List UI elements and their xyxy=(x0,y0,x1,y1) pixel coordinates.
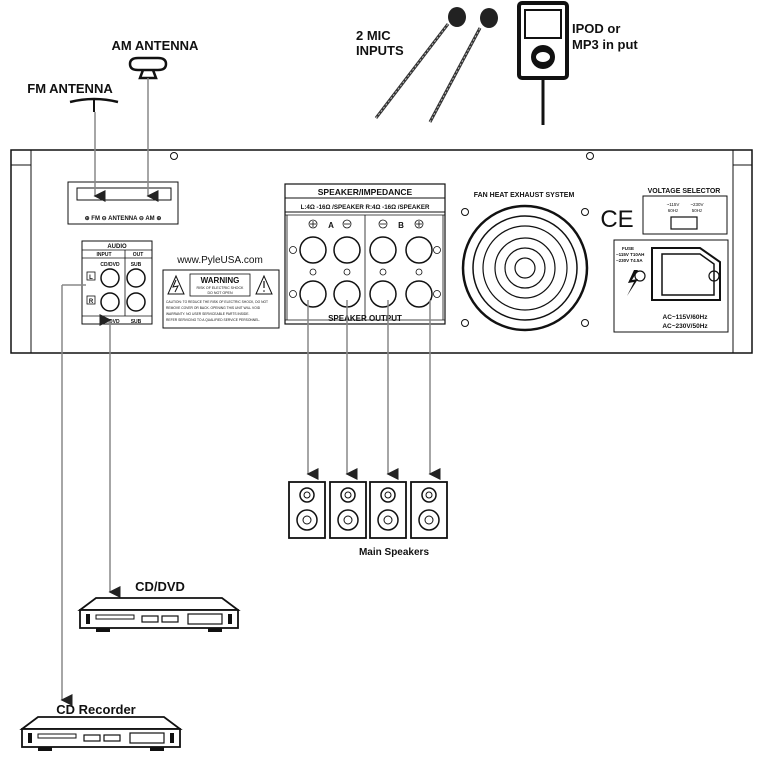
hz-50-label: 50Hz xyxy=(692,208,703,213)
speaker-wires xyxy=(306,300,441,480)
mic-label-line1: 2 MIC xyxy=(356,28,391,43)
cd-dvd-left-jack xyxy=(100,268,120,288)
am-antenna-icon xyxy=(128,56,168,80)
source-wires xyxy=(60,284,121,706)
am-antenna-label: AM ANTENNA xyxy=(112,38,200,53)
cd-dvd-right-jack xyxy=(100,292,120,312)
main-speakers-label: Main Speakers xyxy=(359,547,429,558)
mic-label-line2: INPUTS xyxy=(356,43,404,58)
speaker-impedance-values: L:4Ω -16Ω /SPEAKER R:4Ω -16Ω /SPEAKER xyxy=(301,204,430,211)
speaker-cabinet xyxy=(369,481,407,539)
caution-text-3: WARRANTY. NO USER SERVICEABLE PARTS INSI… xyxy=(166,312,249,316)
sub-out-right-jack xyxy=(126,292,146,312)
ipod-label-line2: MP3 in put xyxy=(572,37,638,52)
volt-115-label: ~115V xyxy=(667,202,680,207)
audio-sub-label: SUB xyxy=(131,262,142,268)
plus-minus-icons xyxy=(308,219,424,229)
fm-antenna-icon xyxy=(69,97,119,112)
voltage-selector-title: VOLTAGE SELECTOR xyxy=(648,188,721,195)
speaker-impedance-title: SPEAKER/IMPEDANCE xyxy=(318,187,413,197)
speaker-group-a-label: A xyxy=(328,221,334,230)
exclamation-warning-icon xyxy=(255,274,273,295)
microphone-icon xyxy=(374,7,498,123)
ce-mark: CE xyxy=(600,206,633,233)
speaker-output-label: SPEAKER OUTPUT xyxy=(328,314,402,323)
antenna-wires xyxy=(93,78,159,202)
ac-230-label: AC~230V/50Hz xyxy=(662,323,708,330)
ipod-label-line1: IPOD or xyxy=(572,21,620,36)
website-url: www.PyleUSA.com xyxy=(176,255,263,266)
sub-out-left-jack xyxy=(126,268,146,288)
fuse-115-label: ~115V T10AH xyxy=(616,252,644,257)
fan-label: FAN HEAT EXHAUST SYSTEM xyxy=(474,192,575,199)
ac-115-label: AC~115V/60Hz xyxy=(663,314,709,321)
speaker-cabinet xyxy=(329,481,367,539)
audio-sub-bottom-label: SUB xyxy=(131,319,142,325)
cd-recorder-icon xyxy=(19,716,183,751)
hz-60-label: 60Hz xyxy=(668,208,679,213)
warning-subtitle-1: RISK OF ELECTRIC SHOCK xyxy=(197,286,245,290)
audio-out-label: OUT xyxy=(133,252,144,258)
audio-right-label: R xyxy=(89,299,94,305)
speaker-group-b-label: B xyxy=(398,221,404,230)
audio-input-label: INPUT xyxy=(97,252,112,258)
caution-text-2: REMOVE COVER OR BACK. OPENING THIS UNIT … xyxy=(166,306,261,310)
high-voltage-icon xyxy=(627,270,638,296)
lightning-warning-icon xyxy=(167,274,185,295)
audio-cddvd-label: CD/DVD xyxy=(100,262,120,268)
speaker-cabinet xyxy=(288,481,326,539)
fm-antenna-label: FM ANTENNA xyxy=(27,81,113,96)
antenna-terminal-label: ⊕ FM ⊖ ANTENNA ⊖ AM ⊕ xyxy=(85,216,162,222)
caution-text-4: REFER SERVICING TO A QUALIFIED SERVICE P… xyxy=(166,318,260,322)
cd-recorder-label: CD Recorder xyxy=(56,702,135,717)
warning-subtitle-2: DO NOT OPEN xyxy=(207,291,232,295)
ipod-icon xyxy=(517,1,569,125)
fan-icon xyxy=(461,204,589,332)
cd-dvd-label: CD/DVD xyxy=(135,579,185,594)
cd-dvd-player-icon xyxy=(77,597,241,632)
voltage-selector-switch xyxy=(642,195,728,235)
audio-left-label: L xyxy=(89,275,93,281)
speaker-cabinet xyxy=(410,481,448,539)
main-speakers xyxy=(288,481,448,539)
volt-230-label: ~230V xyxy=(690,202,703,207)
warning-title: WARNING xyxy=(201,276,240,285)
warning-panel xyxy=(162,269,280,329)
speaker-terminal-posts xyxy=(289,236,441,308)
fuse-230-label: ~230V T4.5A xyxy=(616,258,643,263)
audio-title: AUDIO xyxy=(107,244,127,250)
antenna-terminal-block xyxy=(67,181,179,225)
caution-text-1: CAUTION: TO REDUCE THE RISK OF ELECTRIC … xyxy=(166,300,268,304)
fuse-title: FUSE xyxy=(622,246,634,251)
speaker-terminal-block xyxy=(284,183,446,325)
